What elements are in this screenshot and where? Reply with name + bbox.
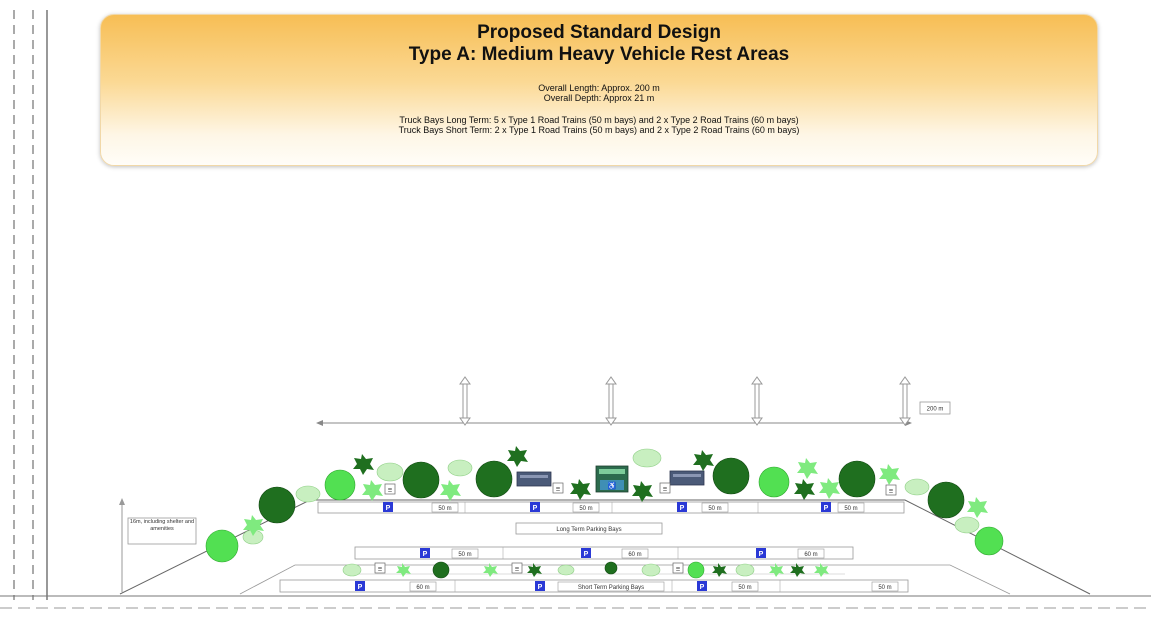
tree-icon bbox=[258, 457, 965, 579]
svg-text:☰: ☰ bbox=[388, 488, 393, 494]
row1-bay-label: 50 m bbox=[708, 506, 721, 512]
long-term-bays-text: Truck Bays Long Term: 5 x Type 1 Road Tr… bbox=[399, 115, 799, 125]
short-term-bays-text: Truck Bays Short Term: 2 x Type 1 Road T… bbox=[398, 125, 800, 135]
short-term-row-upper bbox=[354, 546, 854, 560]
depth-arrow-top bbox=[119, 498, 125, 505]
row1-parking-sign: P bbox=[383, 502, 393, 512]
shrub-icon bbox=[353, 446, 815, 577]
svg-text:P: P bbox=[533, 505, 538, 512]
overall-length: Overall Length: Approx. 200 m bbox=[538, 83, 660, 93]
svg-text:☰: ☰ bbox=[378, 567, 383, 573]
svg-text:P: P bbox=[584, 551, 589, 558]
row1-parking-sign: P bbox=[677, 502, 687, 512]
title-line-1: Proposed Standard Design bbox=[477, 22, 721, 43]
svg-text:P: P bbox=[386, 505, 391, 512]
row3-parking-sign: P bbox=[535, 581, 545, 591]
toilet-block-left bbox=[516, 471, 552, 487]
tree-icon bbox=[205, 466, 1004, 579]
shelter-icon: ♿ bbox=[608, 481, 617, 490]
depth-label-container: 16m, including shelter and amenities bbox=[129, 519, 195, 532]
row1-parking-sign: P bbox=[530, 502, 540, 512]
bin-icon: ☰ bbox=[659, 482, 671, 494]
title-line-2: Type A: Medium Heavy Vehicle Rest Areas bbox=[408, 44, 790, 65]
svg-text:P: P bbox=[759, 551, 764, 558]
overall-depth: Overall Depth: Approx 21 m bbox=[543, 93, 655, 103]
depth-label-box bbox=[127, 517, 197, 545]
svg-text:☰: ☰ bbox=[515, 567, 520, 573]
length-label: 200 m bbox=[927, 407, 944, 413]
row2-parking-sign: P bbox=[756, 548, 766, 558]
shrub-icon bbox=[243, 458, 988, 577]
svg-text:P: P bbox=[824, 505, 829, 512]
svg-text:☰: ☰ bbox=[663, 487, 668, 493]
row3-parking-sign: P bbox=[697, 581, 707, 591]
svg-text:P: P bbox=[423, 551, 428, 558]
length-label-box bbox=[919, 401, 951, 415]
row1-bay-label: 50 m bbox=[579, 506, 592, 512]
bin-icon: ☰ bbox=[672, 562, 684, 574]
long-term-label: Long Term Parking Bays bbox=[556, 527, 621, 533]
svg-text:☰: ☰ bbox=[556, 487, 561, 493]
length-arrow-left bbox=[316, 420, 323, 426]
row3-parking-sign: P bbox=[355, 581, 365, 591]
bin-icon: ☰ bbox=[384, 483, 396, 495]
row2-parking-sign: P bbox=[581, 548, 591, 558]
bin-icon: ☰ bbox=[374, 562, 386, 574]
svg-text:P: P bbox=[358, 584, 363, 591]
vertical-arrows bbox=[459, 376, 911, 426]
row2-parking-sign: P bbox=[420, 548, 430, 558]
inner-outline bbox=[239, 564, 1011, 595]
row1-parking-sign: P bbox=[821, 502, 831, 512]
row2-bay-label: 60 m bbox=[628, 552, 641, 558]
long-term-label-box bbox=[515, 522, 663, 535]
tree-icon bbox=[242, 448, 980, 577]
bin-icon: ☰ bbox=[552, 482, 564, 494]
row3-bay-label: 60 m bbox=[416, 585, 429, 591]
svg-text:☰: ☰ bbox=[676, 567, 681, 573]
toilet-block-right bbox=[669, 470, 705, 486]
bin-icon: ☰ bbox=[885, 484, 897, 496]
title-banner: Proposed Standard Design Type A: Medium … bbox=[100, 14, 1098, 166]
row1-bay-label: 50 m bbox=[438, 506, 451, 512]
bin-icon: ☰ bbox=[511, 562, 523, 574]
svg-text:P: P bbox=[680, 505, 685, 512]
svg-text:P: P bbox=[538, 584, 543, 591]
long-term-parking-row bbox=[317, 501, 905, 514]
row3-bay-label: 50 m bbox=[738, 585, 751, 591]
depth-label: 16m, including shelter and amenities bbox=[129, 519, 195, 532]
svg-text:P: P bbox=[700, 584, 705, 591]
row2-bay-label: 50 m bbox=[458, 552, 471, 558]
short-term-label: Short Term Parking Bays bbox=[578, 585, 644, 591]
row1-bay-label: 50 m bbox=[844, 506, 857, 512]
svg-text:☰: ☰ bbox=[889, 489, 894, 495]
row3-bay-label: 50 m bbox=[878, 585, 891, 591]
row2-bay-label: 60 m bbox=[804, 552, 817, 558]
